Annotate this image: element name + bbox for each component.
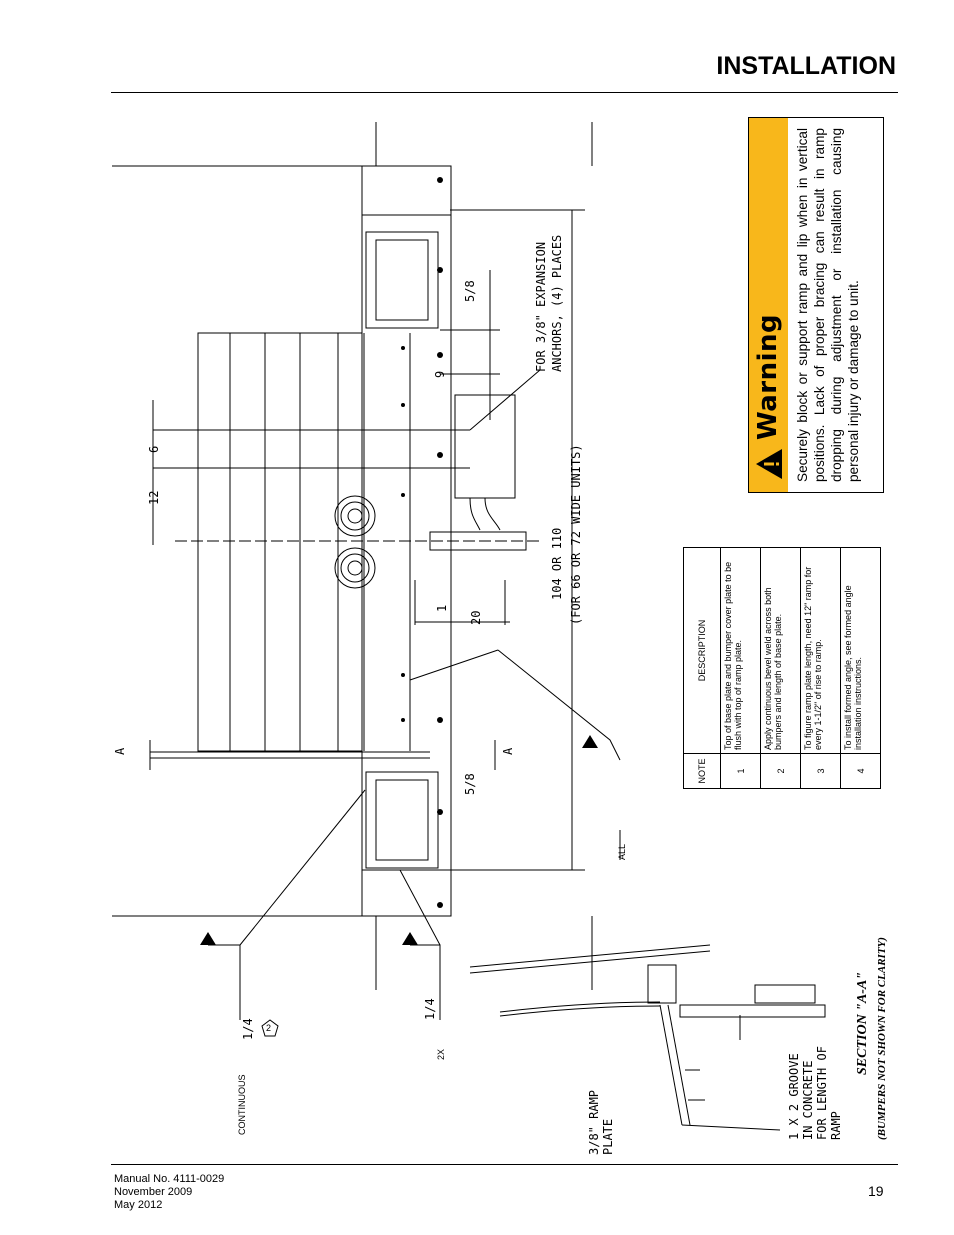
page-number: 19	[868, 1183, 884, 1199]
header-rule	[111, 92, 898, 93]
section-subtitle: (BUMPERS NOT SHOWN FOR CLARITY)	[876, 937, 888, 1140]
note-number: 1	[720, 753, 761, 789]
dim-20: 20	[469, 611, 483, 625]
dim-5-8-top: 5/8	[463, 280, 477, 302]
ramp-plate-1: 3/8" RAMP	[587, 1090, 601, 1155]
anchor-note-2: ANCHORS, (4) PLACES	[550, 235, 564, 372]
warning-text: Securely block or support ramp and lip w…	[795, 128, 861, 482]
note-text: Top of base plate and bumper cover plate…	[720, 547, 761, 754]
dim-6: 6	[147, 446, 161, 453]
revision-date-1: November 2009	[114, 1186, 193, 1198]
warning-header: Warning	[749, 118, 788, 492]
warning-box: Warning Securely block or support ramp a…	[748, 117, 884, 493]
anchor-note-1: FOR 3/8" EXPANSION	[534, 242, 548, 372]
note-ref: 2	[266, 1023, 271, 1033]
footer-rule	[111, 1164, 898, 1165]
groove-4: RAMP	[829, 1111, 843, 1140]
groove-3: FOR LENGTH OF	[815, 1046, 829, 1140]
note-text: To install formed angle, see formed angl…	[840, 547, 881, 754]
width-note: (FOR 66 OR 72 WIDE UNITS)	[569, 444, 583, 625]
section-title: SECTION "A-A"	[855, 972, 870, 1075]
table-row: 1 Top of base plate and bumper cover pla…	[720, 547, 761, 789]
notes-col-description: DESCRIPTION	[683, 547, 721, 754]
notes-table: NOTE DESCRIPTION 1 Top of base plate and…	[683, 547, 881, 789]
weld-quarter-2: 1/4	[423, 998, 437, 1020]
table-row: 2 Apply continuous bevel weld across bot…	[760, 547, 801, 789]
width-dim: 104 OR 110	[550, 528, 564, 600]
dim-12: 12	[147, 491, 161, 505]
warning-heading: Warning	[753, 313, 783, 440]
weld-2x: 2X	[436, 1049, 446, 1060]
table-row: 3 To figure ramp plate length, need 12" …	[800, 547, 841, 789]
section-marker-left: A	[113, 747, 127, 755]
notes-col-note: NOTE	[683, 753, 721, 789]
warning-triangle-icon	[756, 449, 782, 479]
groove-2: IN CONCRETE	[801, 1061, 815, 1140]
dim-9: 9	[433, 371, 447, 378]
footer-info: Manual No. 4111-0029 November 2009 May 2…	[114, 1173, 224, 1212]
table-row: 4 To install formed angle, see formed an…	[840, 547, 881, 789]
note-number: 4	[840, 753, 881, 789]
page-title: INSTALLATION	[716, 52, 896, 80]
note-number: 2	[760, 753, 801, 789]
section-marker-right: A	[501, 747, 515, 755]
note-number: 3	[800, 753, 841, 789]
weld-quarter-1: 1/4	[241, 1018, 255, 1040]
dim-1: 1	[435, 605, 449, 612]
revision-date-2: May 2012	[114, 1199, 163, 1211]
ramp-plate-2: PLATE	[601, 1119, 615, 1155]
note-text: Apply continuous bevel weld across both …	[760, 547, 801, 754]
weld-continuous: CONTINUOUS	[237, 1075, 247, 1136]
manual-number: Manual No. 4111-0029	[114, 1173, 225, 1185]
groove-1: 1 X 2 GROOVE	[787, 1053, 801, 1140]
dim-5-8-bottom: 5/8	[463, 773, 477, 795]
note-text: To figure ramp plate length, need 12" ra…	[800, 547, 841, 754]
weld-all: ALL	[617, 844, 627, 860]
